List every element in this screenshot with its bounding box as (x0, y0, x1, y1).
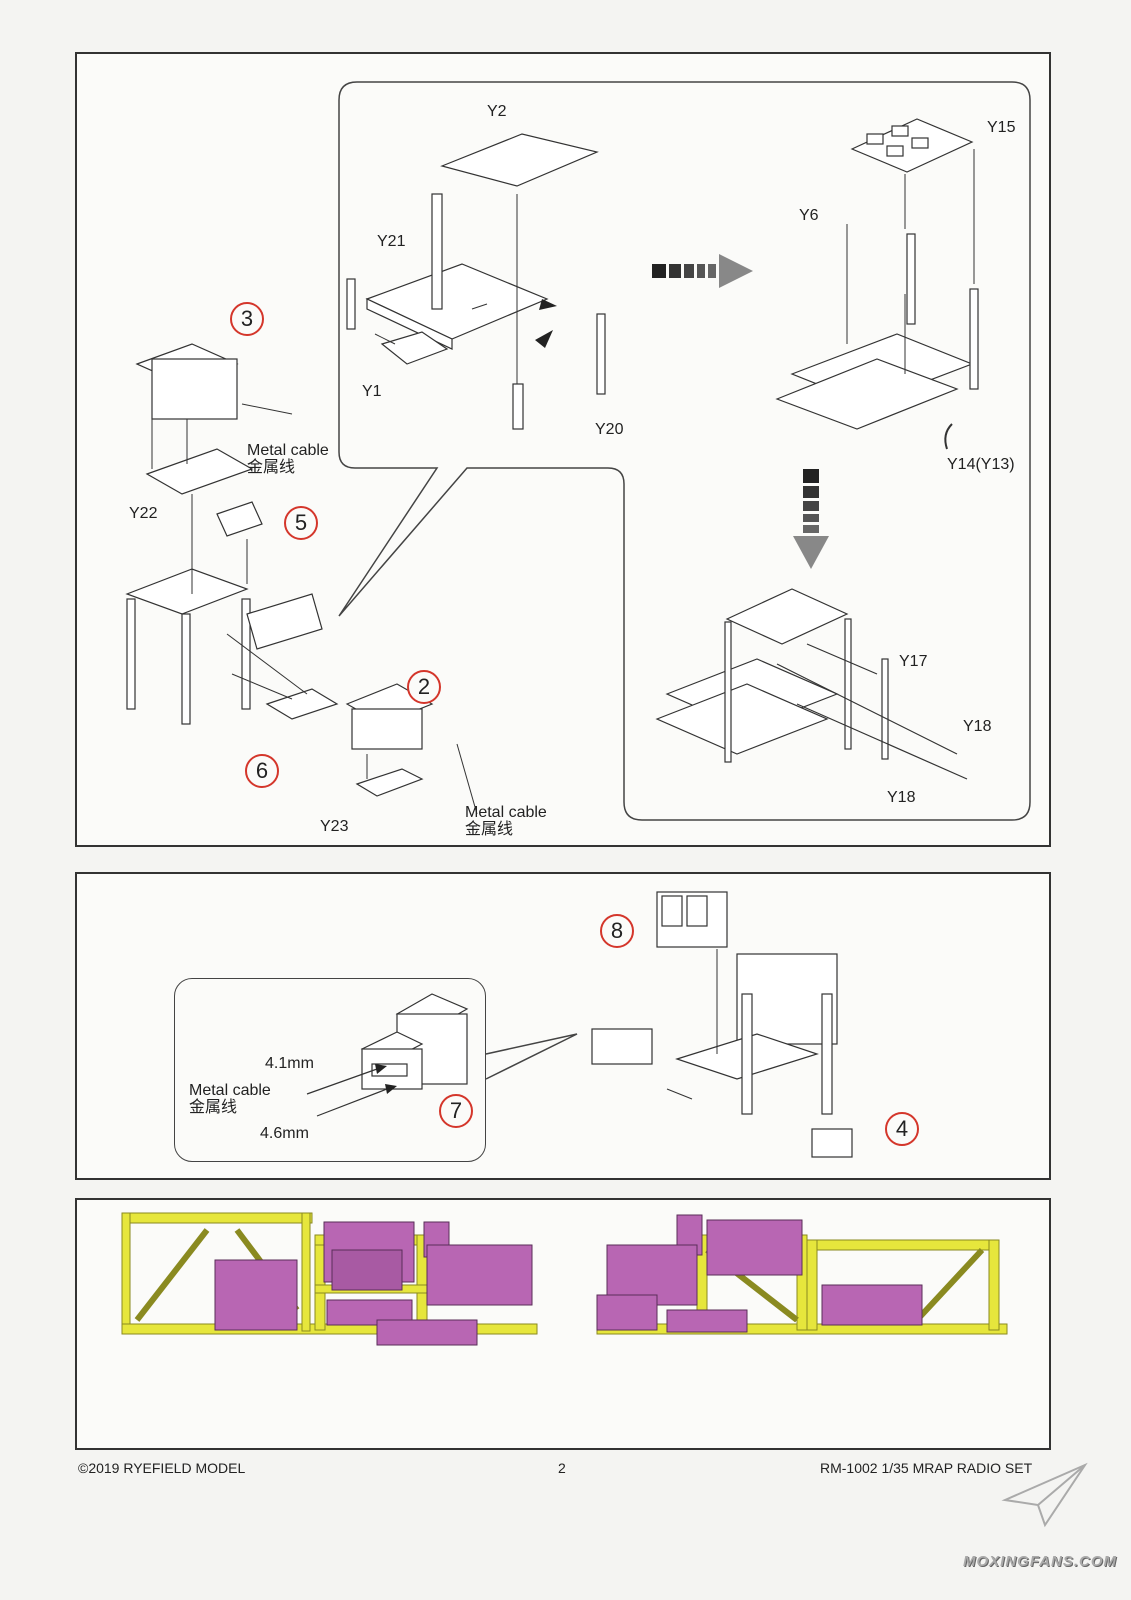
label-length-41: 4.1mm (265, 1055, 314, 1072)
callout-3: 3 (230, 302, 264, 336)
label-metal-cable-1: Metal cable (247, 442, 329, 459)
label-y17: Y17 (899, 653, 928, 670)
color-render-panel (75, 1198, 1051, 1450)
color-render-left (121, 1212, 538, 1346)
footer-page-number: 2 (558, 1460, 566, 1476)
label-y21: Y21 (377, 233, 406, 250)
footer-product: RM-1002 1/35 MRAP RADIO SET (820, 1460, 1033, 1476)
footer-copyright: ©2019 RYEFIELD MODEL (78, 1460, 246, 1476)
label-length-46: 4.6mm (260, 1125, 309, 1142)
callout-6: 6 (245, 754, 279, 788)
label-metal-cable-2: Metal cable (465, 804, 547, 821)
label-metal-cable-cn-3: 金属线 (189, 1099, 238, 1116)
label-y22: Y22 (129, 505, 158, 522)
radio-7-detail (306, 993, 469, 1117)
frame-assembly-top (346, 133, 606, 430)
label-metal-cable-3: Metal cable (189, 1082, 271, 1099)
paper-plane-logo-icon (1001, 1462, 1088, 1528)
progress-arrow-right (652, 254, 753, 288)
callout-5: 5 (284, 506, 318, 540)
callout-4: 4 (885, 1112, 919, 1146)
label-y14: Y14(Y13) (947, 456, 1015, 473)
step2-panel: 4.1mm Metal cable 金属线 4.6mm 7 8 4 (75, 872, 1051, 1180)
main-frame-assembly (125, 343, 478, 815)
label-metal-cable-cn-2: 金属线 (465, 821, 514, 838)
label-y18-a: Y18 (963, 718, 992, 735)
inset-frame (338, 81, 1031, 821)
label-y2: Y2 (487, 103, 507, 120)
watermark-text: MOXINGFANS.COM (962, 1553, 1117, 1570)
step1-panel: Y2 Y21 Y1 Y20 Y15 Y6 Y14(Y13) Y17 Y18 Y1… (75, 52, 1051, 847)
progress-arrow-down (793, 469, 829, 569)
callout-7: 7 (439, 1094, 473, 1128)
label-y20: Y20 (595, 421, 624, 438)
label-y6: Y6 (799, 207, 819, 224)
radio-stack-assembly (591, 891, 853, 1158)
callout-2: 2 (407, 670, 441, 704)
callout-8: 8 (600, 914, 634, 948)
color-render-right (596, 1214, 1008, 1335)
label-y23: Y23 (320, 818, 349, 835)
label-y18-b: Y18 (887, 789, 916, 806)
label-y1: Y1 (362, 383, 382, 400)
frame-assembly-right (775, 118, 979, 450)
frame-assembly-bottom-right (655, 588, 968, 780)
inset-pointer (485, 1033, 578, 1080)
label-y15: Y15 (987, 119, 1016, 136)
label-metal-cable-cn-1: 金属线 (247, 459, 296, 476)
